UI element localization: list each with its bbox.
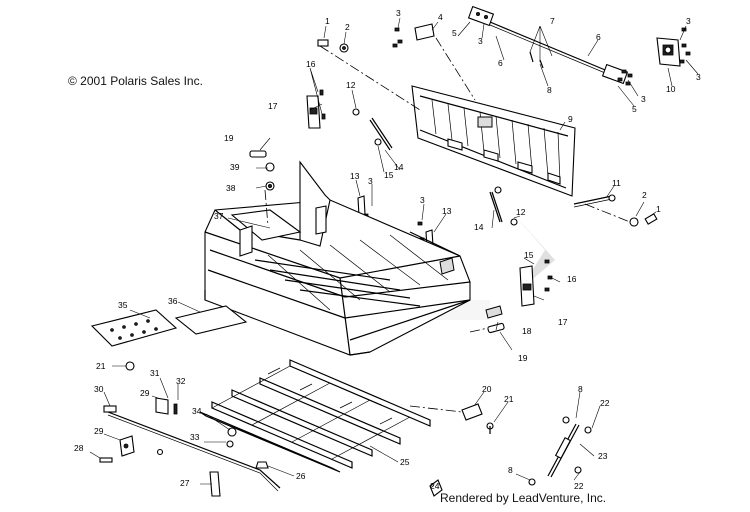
callout-8-bottom: 8 <box>508 465 513 475</box>
latch-rod-assembly <box>467 5 629 85</box>
callout-3-e: 3 <box>696 72 701 82</box>
callout-9: 9 <box>568 114 573 124</box>
frame-25 <box>199 359 431 473</box>
lower-rod <box>99 361 281 497</box>
callout-32: 32 <box>176 376 186 386</box>
callout-36: 36 <box>168 296 178 306</box>
callout-23: 23 <box>598 451 608 461</box>
render-credit: Rendered by LeadVenture, Inc. <box>440 491 607 505</box>
callout-20: 20 <box>482 384 492 394</box>
callout-8-top: 8 <box>547 85 552 95</box>
hinge-left <box>306 89 326 129</box>
callout-19-top: 19 <box>224 133 234 143</box>
callout-14-top: 14 <box>394 162 404 172</box>
callout-17-right: 17 <box>558 317 568 327</box>
callout-26: 26 <box>296 471 306 481</box>
pivot-bracket <box>461 403 494 434</box>
callout-17-left: 17 <box>268 101 278 111</box>
pivot-rod <box>573 194 658 227</box>
callout-18: 18 <box>522 326 532 336</box>
callout-34: 34 <box>192 406 202 416</box>
callout-35: 35 <box>118 300 128 310</box>
tailgate <box>411 85 576 197</box>
pad-19-upper <box>249 150 267 158</box>
callout-3-a: 3 <box>396 8 401 18</box>
callout-3-d: 3 <box>686 16 691 26</box>
pad-36 <box>174 305 248 335</box>
hinge-right <box>519 265 535 307</box>
pad-19-lower <box>487 322 505 334</box>
callout-14-right: 14 <box>474 222 484 232</box>
callout-1-top: 1 <box>325 16 330 26</box>
callout-12-right: 12 <box>516 207 526 217</box>
callout-29-b: 29 <box>94 426 104 436</box>
callout-29-a: 29 <box>140 388 150 398</box>
callout-2-right: 2 <box>642 190 647 200</box>
leader-lines <box>89 17 699 487</box>
callout-4: 4 <box>438 12 443 22</box>
callout-16-right: 16 <box>567 274 577 284</box>
cargo-box <box>204 160 471 356</box>
callout-10: 10 <box>666 84 676 94</box>
callout-6-a: 6 <box>596 32 601 42</box>
callout-13-right: 13 <box>442 206 452 216</box>
callout-6-b: 6 <box>498 58 503 68</box>
callout-27: 27 <box>180 478 190 488</box>
callout-24: 24 <box>430 481 440 491</box>
callout-21-right: 21 <box>504 394 514 404</box>
callout-12-top: 12 <box>346 80 356 90</box>
callout-30: 30 <box>94 384 104 394</box>
support-cables <box>369 117 503 223</box>
callout-28: 28 <box>74 443 84 453</box>
callout-19-bottom: 19 <box>518 353 528 363</box>
callout-3-b: 3 <box>478 36 483 46</box>
callout-1-right: 1 <box>656 204 661 214</box>
callout-22-upper: 22 <box>600 398 610 408</box>
callout-33: 33 <box>190 432 200 442</box>
callout-21-left: 21 <box>96 361 106 371</box>
callout-5-a: 5 <box>452 28 457 38</box>
callout-3-c: 3 <box>641 94 646 104</box>
pad-18 <box>485 305 503 319</box>
callout-5-b: 5 <box>632 104 637 114</box>
plate-35 <box>90 309 178 347</box>
copyright-notice: © 2001 Polaris Sales Inc. <box>68 74 203 88</box>
callout-22-lower: 22 <box>574 481 584 491</box>
callout-15-right: 15 <box>524 250 534 260</box>
part-24 <box>429 479 443 497</box>
callout-16-left: 16 <box>306 59 316 69</box>
callout-2-top: 2 <box>345 22 350 32</box>
callout-8-mid: 8 <box>578 384 583 394</box>
callout-39: 39 <box>230 162 240 172</box>
callout-37: 37 <box>214 211 224 221</box>
callout-7: 7 <box>550 16 555 26</box>
callout-3-g: 3 <box>420 195 425 205</box>
callout-38: 38 <box>226 183 236 193</box>
callout-31: 31 <box>150 368 160 378</box>
callout-13-left: 13 <box>350 171 360 181</box>
callout-15-top: 15 <box>384 170 394 180</box>
callout-25: 25 <box>400 457 410 467</box>
decal-4 <box>414 23 435 41</box>
callout-labels: 1 2 3 4 5 3 7 6 6 8 3 5 3 10 3 16 17 12 … <box>74 8 701 491</box>
latch-assembly <box>656 37 681 67</box>
bracket-13-left <box>357 195 366 217</box>
callout-11: 11 <box>612 178 621 188</box>
gas-spring <box>528 416 592 486</box>
callout-3-f: 3 <box>368 176 373 186</box>
